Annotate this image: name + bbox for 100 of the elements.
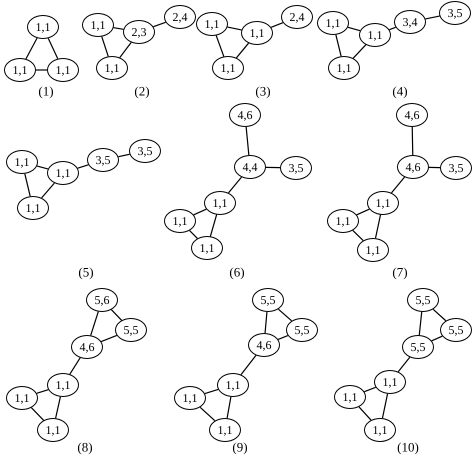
connector-line [101, 334, 117, 342]
connector-line [119, 42, 132, 58]
graph-node-ellipse: 1,1 [212, 56, 244, 80]
graph-node-ellipse: 1,1 [317, 11, 349, 35]
graph-node-ellipse: 1,1 [217, 373, 249, 397]
graph-node-ellipse: 2,3 [123, 20, 155, 44]
connector-line [36, 69, 47, 71]
graph-node-ellipse: 1,1 [364, 418, 396, 442]
graph-node-ellipse: 1,1 [6, 386, 38, 410]
graph-node-ellipse: 4,6 [229, 103, 261, 127]
connector-line [110, 309, 122, 321]
graph-node-ellipse: 1,1 [327, 209, 359, 233]
graph-node-ellipse: 5,5 [286, 318, 318, 342]
graph-node-ellipse: 1,1 [47, 58, 79, 82]
connector-line [236, 42, 250, 58]
connector-line [36, 165, 48, 170]
connector-line [374, 214, 382, 238]
graph-node-ellipse: 1,1 [47, 161, 79, 185]
connector-line [412, 126, 414, 156]
connector-line [348, 26, 360, 32]
connector-line [335, 34, 342, 56]
panel-label: (4) [392, 84, 408, 98]
graph-node-ellipse: 3,5 [439, 1, 471, 25]
panel-label: (2) [134, 84, 150, 98]
connector-line [55, 396, 61, 418]
connector-line [364, 386, 376, 392]
graph-node-ellipse: 3,5 [129, 139, 161, 163]
connector-line [278, 335, 288, 340]
connector-line [30, 407, 44, 421]
panel-label: (8) [77, 440, 93, 454]
graph-node-ellipse: 4,4 [234, 155, 266, 179]
connector-line [114, 27, 124, 30]
graph-node-ellipse: 1,1 [174, 386, 206, 410]
connector-line [428, 166, 440, 168]
connector-line [264, 312, 268, 334]
connector-line [204, 388, 218, 394]
graph-node-ellipse: 1,1 [209, 418, 241, 442]
connector-line [266, 166, 280, 168]
graph-node-ellipse: 1,1 [164, 209, 196, 233]
graph-node-ellipse: 1,1 [359, 23, 391, 47]
connector-line [270, 22, 284, 28]
graph-node-ellipse: 5,5 [252, 288, 284, 312]
graph-node-ellipse: 1,1 [357, 238, 389, 262]
connector-line [227, 26, 242, 30]
graph-node-ellipse: 5,6 [86, 288, 118, 312]
graph-node-ellipse: 1,1 [37, 418, 69, 442]
connector-line [24, 174, 31, 196]
connector-line [228, 176, 242, 194]
connector-line [352, 44, 366, 59]
connector-line [78, 164, 88, 169]
connector-line [25, 38, 38, 60]
graph-node-ellipse: 5,5 [440, 318, 472, 342]
graph-node-ellipse: 4,6 [397, 155, 429, 179]
connector-line [36, 389, 48, 394]
graph-node-ellipse: 1,1 [196, 12, 228, 36]
graph-node-ellipse: 3,4 [394, 10, 426, 34]
connector-line [101, 36, 109, 57]
connector-line [189, 230, 198, 239]
panel-label: (9) [232, 440, 248, 454]
graph-node-ellipse: 4,6 [71, 335, 103, 359]
panel-label: (5) [78, 266, 94, 278]
connector-line [216, 35, 224, 57]
graph-node-ellipse: 1,1 [191, 236, 223, 260]
graph-node-ellipse: 5,5 [402, 335, 434, 359]
graph-node-ellipse: 4,6 [248, 333, 280, 357]
graph-node-ellipse: 1,1 [47, 373, 79, 397]
connector-line [118, 154, 130, 158]
graph-node-ellipse: 1,1 [367, 191, 399, 215]
connector-line [193, 208, 207, 216]
connector-line [391, 176, 405, 194]
graph-node-ellipse: 1,1 [4, 58, 36, 82]
connector-line [356, 208, 370, 216]
connector-line [425, 16, 440, 20]
panel-label: (6) [229, 266, 245, 278]
graph-node-ellipse: 5,5 [407, 288, 439, 312]
graph-node-ellipse: 1,1 [328, 56, 360, 80]
connector-line [418, 312, 422, 336]
connector-line [69, 358, 81, 374]
graph-node-ellipse: 1,1 [17, 196, 49, 220]
panel-label: (7) [392, 266, 408, 278]
panel-label: (1) [38, 84, 54, 98]
connector-line [210, 214, 218, 236]
connector-line [246, 126, 250, 156]
connector-line [41, 182, 55, 198]
graph-node-ellipse: 5,5 [115, 318, 147, 342]
graph-node-ellipse: 1,1 [6, 150, 38, 174]
graph-node-ellipse: 1,1 [374, 370, 406, 394]
graph-node-ellipse: 2,4 [281, 5, 313, 29]
connector-line [389, 26, 396, 30]
connector-line [226, 396, 232, 418]
connector-line [382, 394, 388, 418]
connector-line [352, 230, 364, 241]
graph-node-ellipse: 3,5 [280, 156, 312, 180]
graph-node-ellipse: 1,1 [82, 13, 114, 37]
connector-line [432, 336, 442, 342]
connector-line [358, 406, 372, 420]
graph-node-ellipse: 1,1 [334, 385, 366, 409]
connector-line [432, 308, 446, 322]
panel-label: (3) [255, 84, 271, 98]
connector-line [200, 406, 216, 422]
